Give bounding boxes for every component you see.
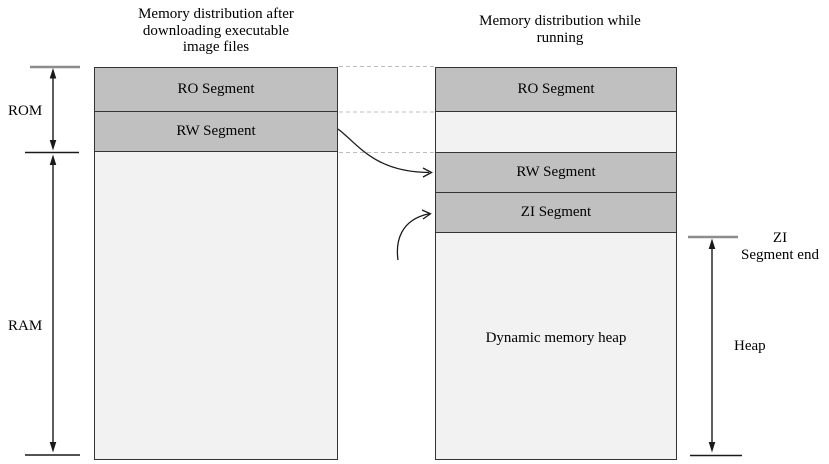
dynamic-memory-heap-region: Dynamic memory heap bbox=[436, 233, 676, 458]
zi-segment-end-label-line1: ZI bbox=[772, 230, 788, 246]
ram-label: RAM bbox=[8, 318, 43, 334]
ro-segment-before-label: RO Segment bbox=[177, 81, 255, 97]
memory-column-before: RO Segment RW Segment bbox=[94, 67, 338, 460]
rom-extent-arrow bbox=[49, 68, 57, 151]
zi-segment-end-label: ZI Segment end bbox=[735, 230, 825, 263]
rw-mapping-arrow bbox=[337, 128, 433, 178]
right-column-title: Memory distribution while running bbox=[440, 13, 680, 46]
zi-segment-running-label: ZI Segment bbox=[520, 204, 592, 220]
heap-label: Heap bbox=[734, 338, 766, 354]
heap-extent-arrow bbox=[708, 238, 716, 453]
left-column-title-line1: Memory distribution after bbox=[138, 6, 294, 22]
zi-segment-running: ZI Segment bbox=[436, 193, 676, 233]
rom-label: ROM bbox=[8, 103, 43, 119]
ro-segment-running-label: RO Segment bbox=[517, 81, 595, 97]
dynamic-memory-heap-label: Dynamic memory heap bbox=[485, 330, 627, 346]
empty-ram-region bbox=[95, 152, 337, 458]
memory-column-running: RO Segment RW Segment ZI Segment Dynamic… bbox=[435, 67, 677, 460]
left-column-title-line2: downloading executable bbox=[142, 22, 290, 39]
zi-segment-end-label-line2: Segment end bbox=[741, 246, 819, 263]
rw-segment-running-label: RW Segment bbox=[516, 164, 596, 180]
ram-extent-arrow bbox=[49, 154, 57, 453]
rw-segment-before: RW Segment bbox=[95, 112, 337, 152]
left-column-title-line3: image files bbox=[182, 39, 250, 55]
left-column-title: Memory distribution after downloading ex… bbox=[96, 6, 336, 56]
ro-segment-running: RO Segment bbox=[436, 68, 676, 112]
ro-segment-before: RO Segment bbox=[95, 68, 337, 112]
right-column-title-line1: Memory distribution while bbox=[479, 13, 641, 29]
right-column-title-line2: running bbox=[536, 29, 584, 46]
unused-gap-region bbox=[436, 112, 676, 153]
zi-mapping-arrow bbox=[396, 209, 432, 261]
rw-segment-before-label: RW Segment bbox=[176, 123, 256, 139]
rw-segment-running: RW Segment bbox=[436, 153, 676, 193]
